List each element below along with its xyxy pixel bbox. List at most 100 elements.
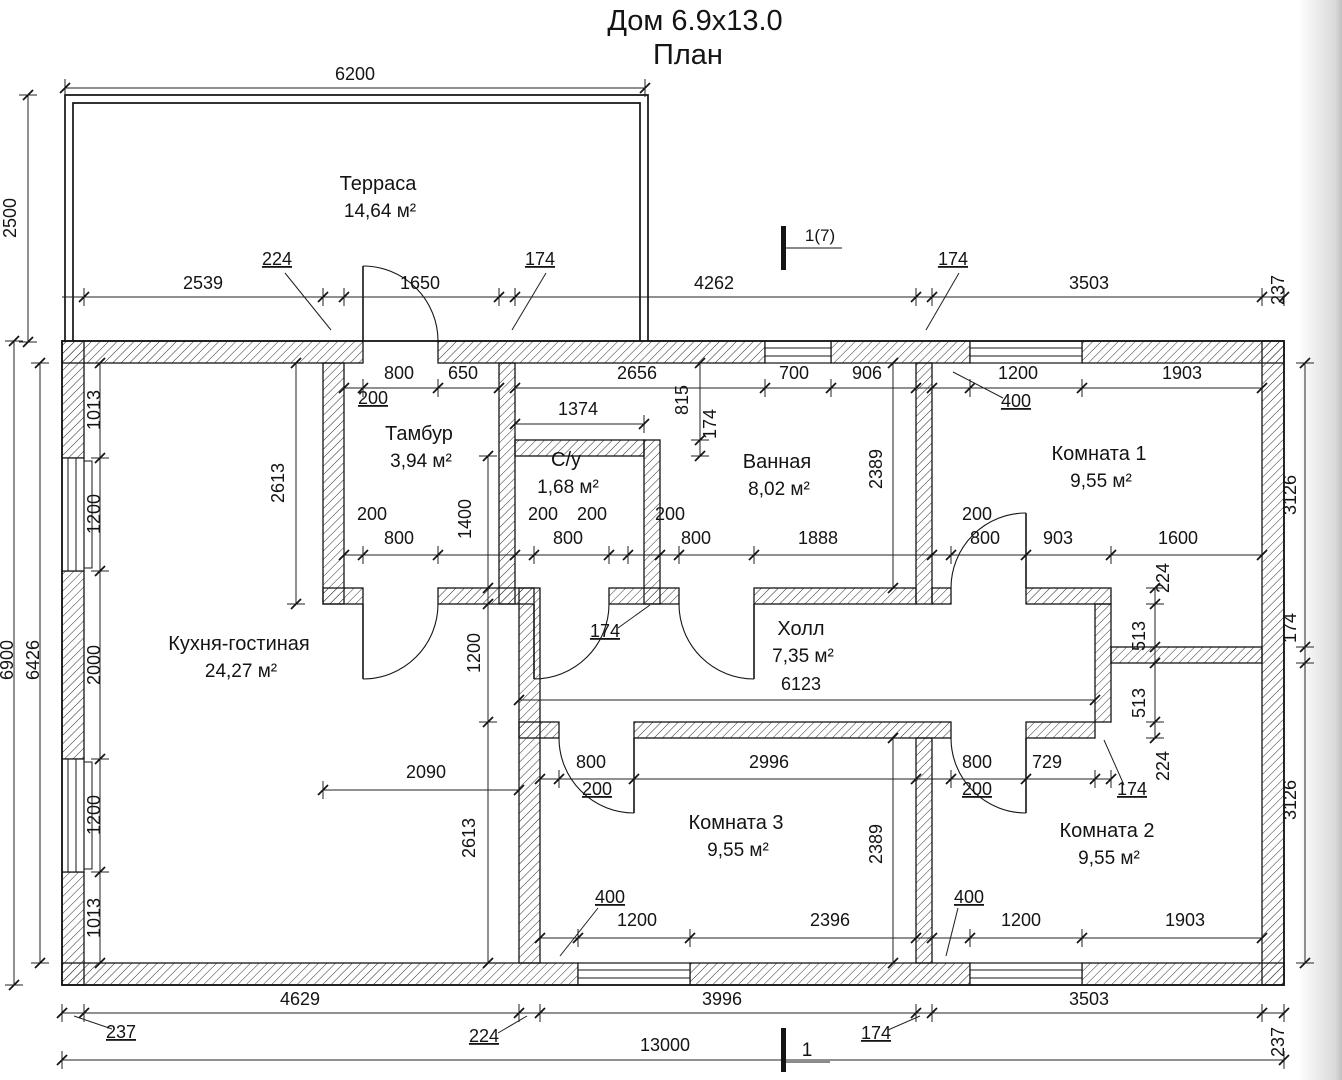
dimension-tick <box>34 957 46 969</box>
dimension-label: 174 <box>590 621 620 641</box>
dimension-label: 2396 <box>810 910 850 930</box>
dimension-tick <box>1149 598 1161 610</box>
leader-line <box>559 907 599 957</box>
dimension-tick <box>945 773 957 785</box>
dimension-tick <box>1299 957 1311 969</box>
dimension-label: 2389 <box>866 824 886 864</box>
wall-segment <box>689 962 971 986</box>
dimension-line <box>509 379 932 397</box>
wall-segment <box>61 340 85 459</box>
room-name-label: Комната 1 <box>1052 443 1147 465</box>
dimension-line <box>509 415 650 433</box>
dimension-line <box>1296 357 1314 969</box>
dimension-tick <box>910 932 922 944</box>
dimension-label: 174 <box>861 1023 891 1043</box>
dimension-tick <box>94 565 106 577</box>
dimension-line <box>19 89 37 348</box>
leader-lines-layer <box>73 272 1125 1034</box>
dimension-tick <box>673 549 685 561</box>
dimension-label: 174 <box>1117 779 1147 799</box>
window <box>764 340 832 364</box>
window <box>577 962 691 986</box>
dimension-tick <box>1299 641 1311 653</box>
window <box>969 962 1083 986</box>
dimension-tick <box>910 382 922 394</box>
leader-line <box>1103 739 1125 786</box>
dimension-label: 174 <box>525 249 555 269</box>
dimension-label: 2000 <box>84 645 104 685</box>
wall-segment <box>1261 340 1285 986</box>
dimension-tick <box>482 598 494 610</box>
dimension-label: 6123 <box>781 674 821 694</box>
dimension-label: 1013 <box>84 390 104 430</box>
dimension-tick <box>534 773 546 785</box>
leader-line <box>887 1015 921 1031</box>
dimension-tick <box>78 291 90 303</box>
wall-segment <box>61 340 364 364</box>
dimension-line <box>5 335 23 991</box>
dimension-label: 6200 <box>335 64 375 84</box>
wall-segment <box>830 340 971 364</box>
dimension-label: 224 <box>1153 563 1173 593</box>
dimension-line <box>513 691 1101 709</box>
dimension-label: 903 <box>1043 528 1073 548</box>
room-area-label: 9,55 м² <box>707 840 769 861</box>
dimension-label: 2090 <box>406 762 446 782</box>
dimension-tick <box>8 335 20 347</box>
door-swing-arc <box>362 603 439 680</box>
room-area-label: 8,02 м² <box>748 479 810 500</box>
leader-line <box>284 272 332 331</box>
wall-segment <box>633 721 952 739</box>
dimension-tick <box>493 291 505 303</box>
dimension-label: 237 <box>1268 275 1288 305</box>
dimension-tick <box>694 357 706 369</box>
window-frame <box>61 758 85 873</box>
dimension-tick <box>56 1007 68 1019</box>
leader-line <box>617 604 651 629</box>
room-area-label: 24,27 м² <box>205 661 277 682</box>
dimension-tick <box>338 291 350 303</box>
dimension-label: 200 <box>528 504 558 524</box>
dimension-tick <box>1105 773 1117 785</box>
dimension-tick <box>694 434 706 446</box>
dimension-tick <box>887 582 899 594</box>
wall-segment <box>437 340 766 364</box>
dimension-tick <box>22 336 34 348</box>
dimension-line <box>317 781 525 799</box>
dimension-label: 6426 <box>23 640 43 680</box>
dimension-label: 800 <box>384 528 414 548</box>
dimension-tick <box>432 382 444 394</box>
dimension-label: 2539 <box>183 273 223 293</box>
dimension-tick <box>94 866 106 878</box>
dimension-tick <box>482 957 494 969</box>
dimension-label: 1650 <box>400 273 440 293</box>
dimension-tick <box>553 773 565 785</box>
dimension-line <box>534 929 1268 947</box>
dimension-line <box>338 546 1268 564</box>
dimension-tick <box>684 932 696 944</box>
door-swing-arc <box>533 603 610 680</box>
dimension-tick <box>910 1007 922 1019</box>
window-frame <box>577 962 691 986</box>
room-name-label: Кухня-гостиная <box>168 633 310 655</box>
dimension-tick <box>357 382 369 394</box>
wall-segment <box>498 362 516 605</box>
dimension-line <box>926 379 1268 397</box>
room-area-label: 7,35 м² <box>772 646 834 667</box>
dimension-tick <box>482 582 494 594</box>
leader-line <box>925 272 960 331</box>
dimension-tick <box>1149 582 1161 594</box>
dimension-tick <box>825 382 837 394</box>
wall-segment <box>322 587 364 605</box>
dimension-label: 906 <box>852 363 882 383</box>
dimension-tick <box>513 1007 525 1019</box>
dimension-label: 1200 <box>617 910 657 930</box>
dimension-tick <box>1089 773 1101 785</box>
dimension-label: 4262 <box>694 273 734 293</box>
dimension-tick <box>926 291 938 303</box>
dimension-label: 174 <box>938 249 968 269</box>
dimension-label: 1374 <box>558 399 598 419</box>
dimension-tick <box>926 932 938 944</box>
dimension-label: 200 <box>577 504 607 524</box>
